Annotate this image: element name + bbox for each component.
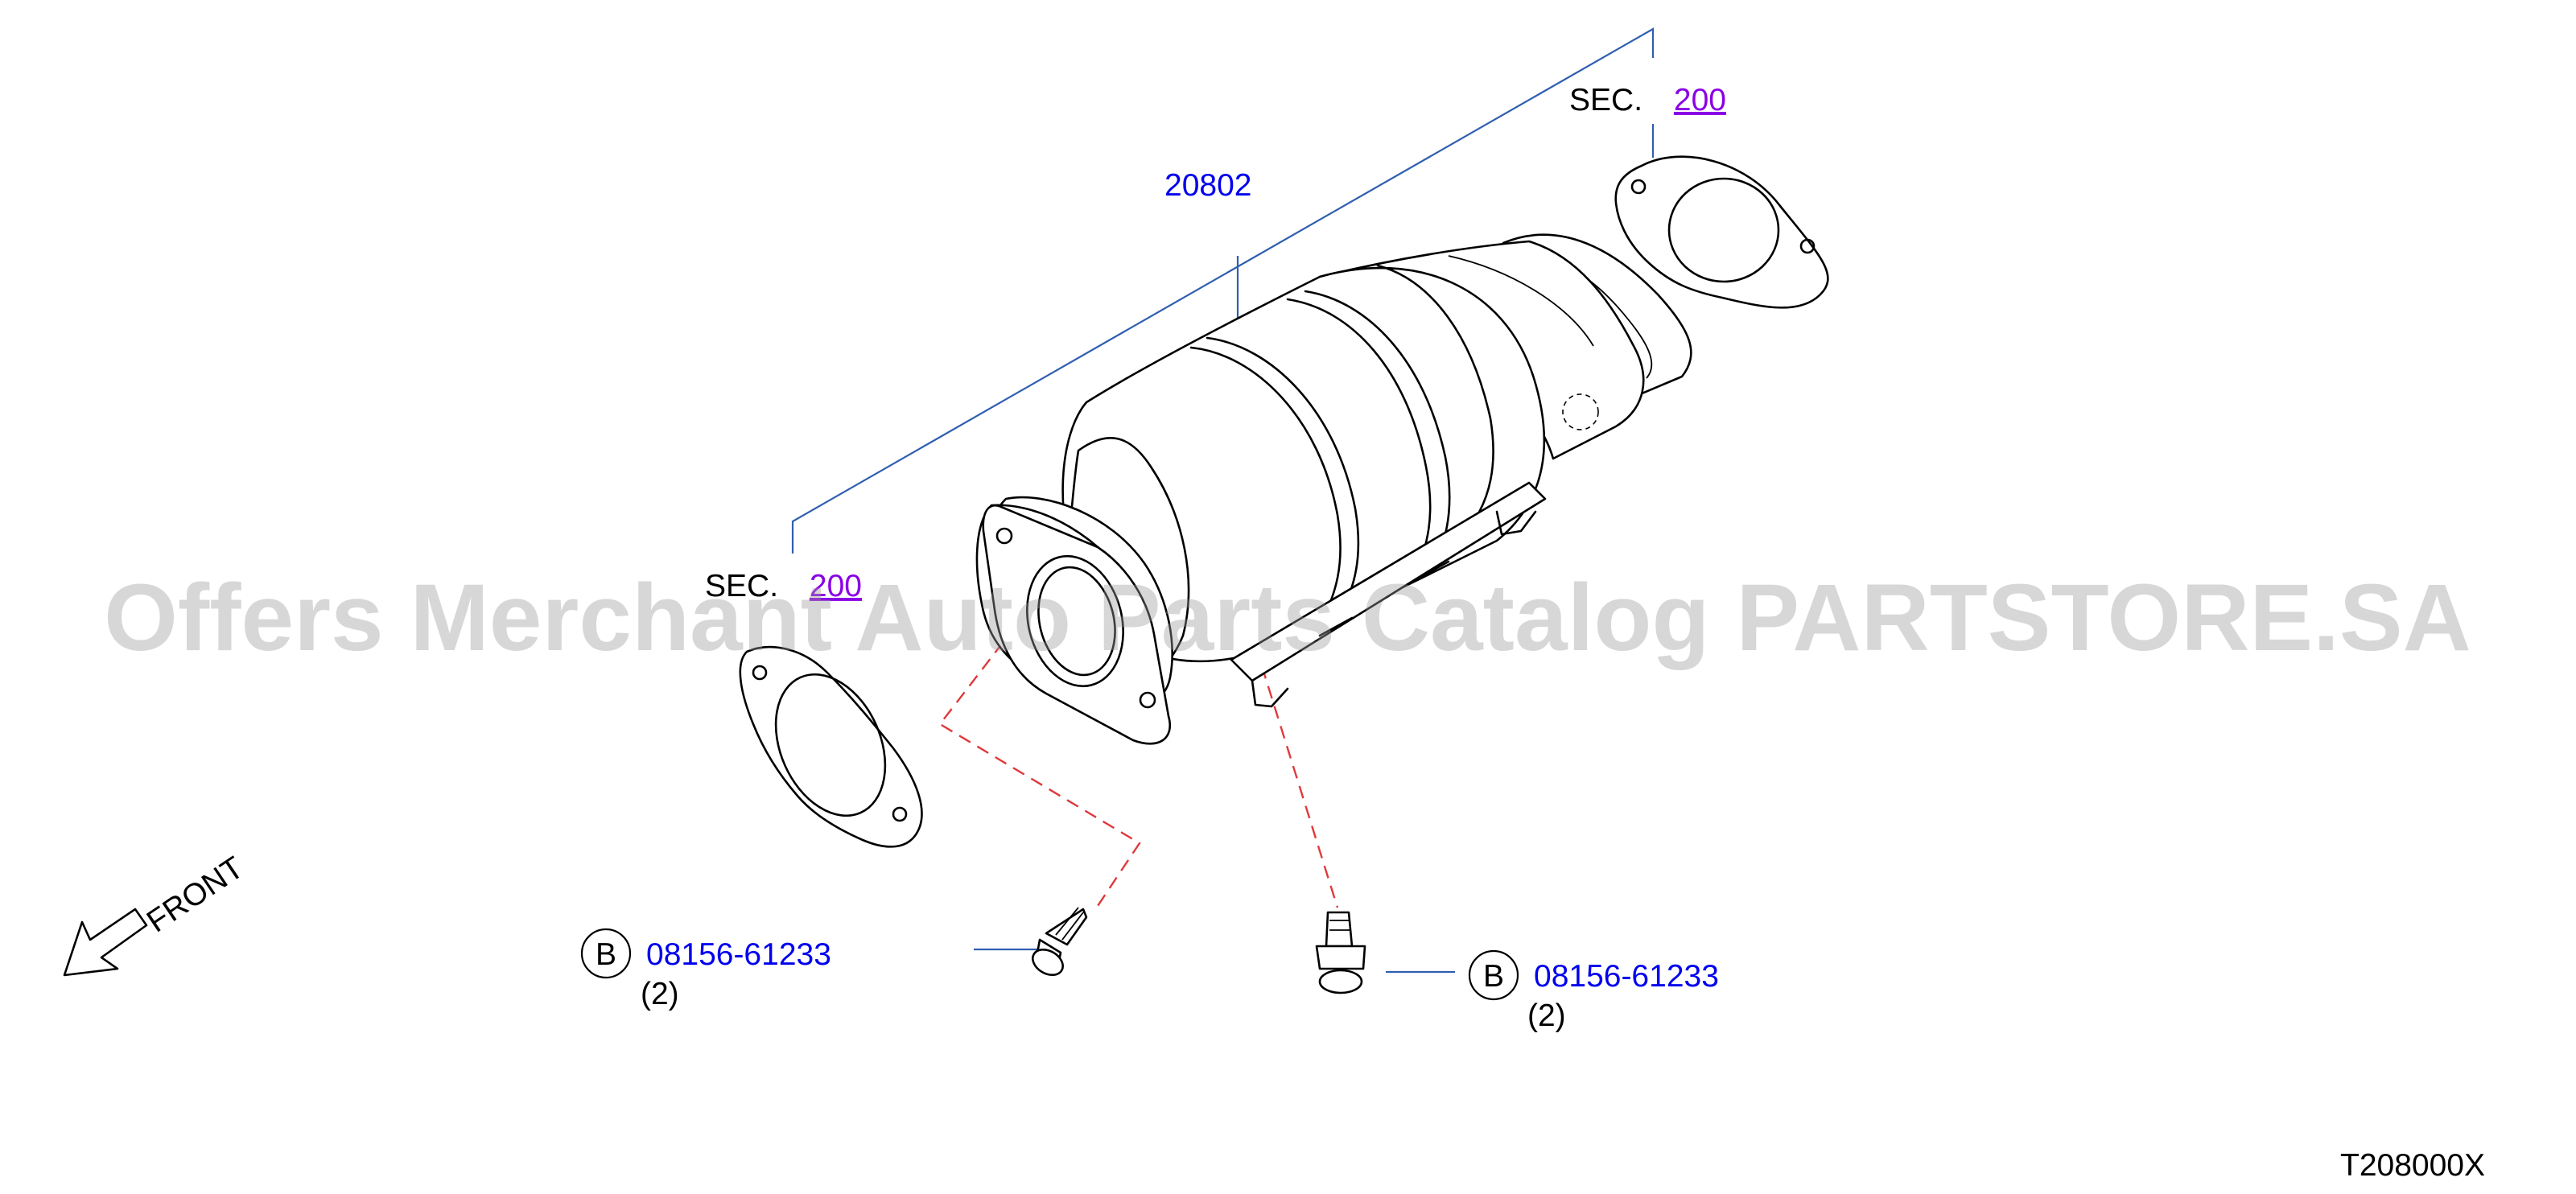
bolt-left — [1032, 907, 1088, 977]
bolt-right-callout: B 08156-61233 (2) — [1468, 949, 1719, 1033]
badge-b-icon — [580, 928, 632, 979]
watermark-text: Offers Merchant Auto Parts Catalog PARTS… — [104, 565, 2471, 671]
sec-top-number[interactable]: 200 — [1674, 83, 1726, 117]
sec-left-prefix: SEC. — [705, 569, 778, 603]
bolt-right-badge: B — [1483, 959, 1504, 994]
bolt-right — [1315, 911, 1366, 994]
front-arrow-icon — [63, 908, 148, 977]
gasket-rear — [1614, 155, 1829, 309]
gasket-front — [739, 645, 923, 848]
badge-b-icon — [1468, 949, 1519, 1001]
sec-left-label: SEC. 200 — [705, 569, 862, 603]
fastener-paths — [938, 625, 1339, 912]
bolt-left-callout: B 08156-61233 (2) — [580, 928, 831, 1011]
bolt-left-qty: (2) — [641, 977, 679, 1011]
sec-top-label: SEC. 200 — [1569, 83, 1726, 117]
bolt-right-qty: (2) — [1527, 998, 1566, 1033]
bolt-left-part-number[interactable]: 08156-61233 — [646, 937, 831, 972]
main-part-number[interactable]: 20802 — [1164, 168, 1251, 203]
bolt-right-part-number[interactable]: 08156-61233 — [1534, 959, 1719, 994]
front-indicator: FRONT — [63, 850, 249, 977]
bolt-left-badge: B — [596, 937, 616, 972]
sec-top-prefix: SEC. — [1569, 83, 1642, 117]
leader-lines — [791, 27, 1655, 974]
front-label: FRONT — [141, 850, 249, 940]
sec-left-number[interactable]: 200 — [810, 569, 862, 603]
diagram-code: T208000X — [2340, 1148, 2485, 1183]
catalytic-converter — [975, 233, 1692, 745]
